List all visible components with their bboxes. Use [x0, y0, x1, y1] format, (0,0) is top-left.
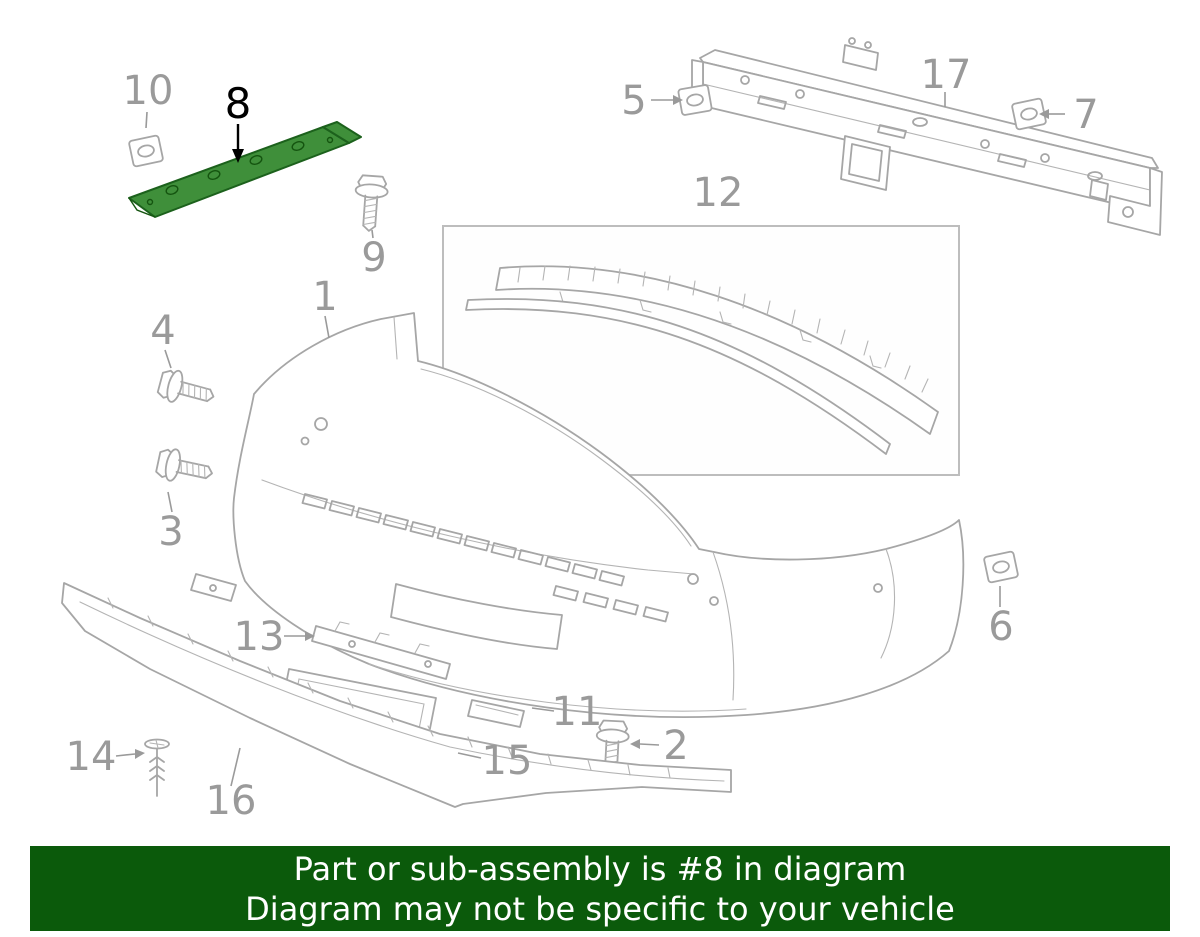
leader-lines	[115, 92, 1065, 787]
highlight-banner: Part or sub-assembly is #8 in diagram Di…	[30, 846, 1170, 931]
leader-11	[531, 707, 555, 712]
part-label-16[interactable]: 16	[206, 778, 257, 824]
part-label-13[interactable]: 13	[234, 614, 285, 660]
clip-5-drawing	[677, 83, 713, 117]
leader-16	[230, 747, 241, 787]
part-label-17[interactable]: 17	[921, 52, 972, 98]
part-label-3[interactable]: 3	[158, 509, 183, 555]
leader-9	[371, 229, 374, 239]
part-label-14[interactable]: 14	[66, 734, 117, 780]
part-8-arrow	[232, 124, 244, 163]
leader-2	[630, 739, 660, 749]
hitch-receiver	[840, 135, 891, 191]
leader-1	[324, 315, 330, 339]
leader-4	[164, 349, 172, 369]
part-label-2[interactable]: 2	[663, 723, 688, 769]
part-label-8-highlighted[interactable]: 8	[225, 79, 252, 128]
step-pad-drawing	[495, 265, 939, 435]
part-label-15[interactable]: 15	[482, 738, 533, 784]
bumper-cover-1-drawing	[232, 312, 965, 718]
part-label-10[interactable]: 10	[123, 68, 174, 114]
bolt-9-drawing	[351, 174, 390, 233]
leader-7	[1039, 109, 1065, 119]
part-8-retainer-highlighted	[128, 121, 362, 218]
valance-16-drawing	[61, 573, 732, 808]
clip-nut-10-drawing	[127, 134, 165, 168]
part-label-9[interactable]: 9	[361, 235, 386, 281]
step-pad-subassembly-12	[442, 225, 960, 476]
license-plate-recess	[390, 583, 563, 650]
leader-13	[284, 631, 315, 641]
part-label-11[interactable]: 11	[552, 689, 603, 735]
banner-line-2: Diagram may not be specific to your vehi…	[245, 889, 955, 928]
bolt-3-drawing	[153, 445, 217, 490]
push-pin-14-drawing	[144, 738, 170, 797]
leader-14	[115, 749, 145, 759]
banner-line-1: Part or sub-assembly is #8 in diagram	[293, 849, 907, 888]
bolt-4-drawing	[155, 366, 219, 414]
leader-15	[457, 752, 482, 759]
leader-5	[651, 95, 683, 105]
part-label-1[interactable]: 1	[312, 274, 337, 320]
leader-3	[167, 491, 173, 513]
part-label-4[interactable]: 4	[150, 308, 175, 354]
part-label-7[interactable]: 7	[1073, 92, 1098, 138]
leader-10	[145, 111, 148, 129]
part-label-5[interactable]: 5	[621, 78, 646, 124]
part-label-12[interactable]: 12	[693, 170, 744, 216]
clip-6-drawing	[982, 550, 1020, 584]
trim-strip-drawing	[465, 298, 891, 455]
clip-11-drawing	[467, 699, 525, 728]
bumper-step-slots	[301, 493, 669, 623]
part-label-6[interactable]: 6	[988, 604, 1013, 650]
